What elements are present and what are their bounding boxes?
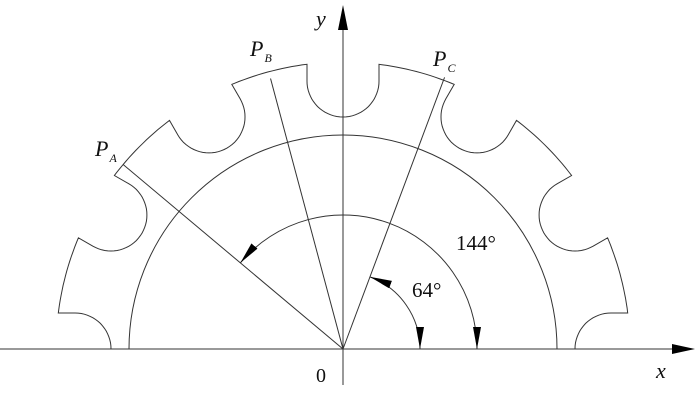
line-pb [270,78,344,350]
line-pc [342,77,446,350]
y-axis-label: y [314,6,326,31]
x-axis-arrow-icon [672,344,695,354]
point-label-pb: PB [249,36,272,65]
y-axis-arrow-icon [338,5,348,30]
gear-outline [57,63,629,350]
point-label-pa: PA [94,136,117,165]
angle-label-64: 64° [412,278,441,302]
inner-circle-arc [128,134,558,350]
x-axis-label: x [655,358,666,383]
angle-label-144: 144° [456,231,496,255]
angle-arc-144 [239,214,481,350]
origin-label: 0 [316,365,326,387]
point-label-pc: PC [432,46,456,75]
line-pa [122,164,344,350]
angle-arc-64 [369,276,424,350]
